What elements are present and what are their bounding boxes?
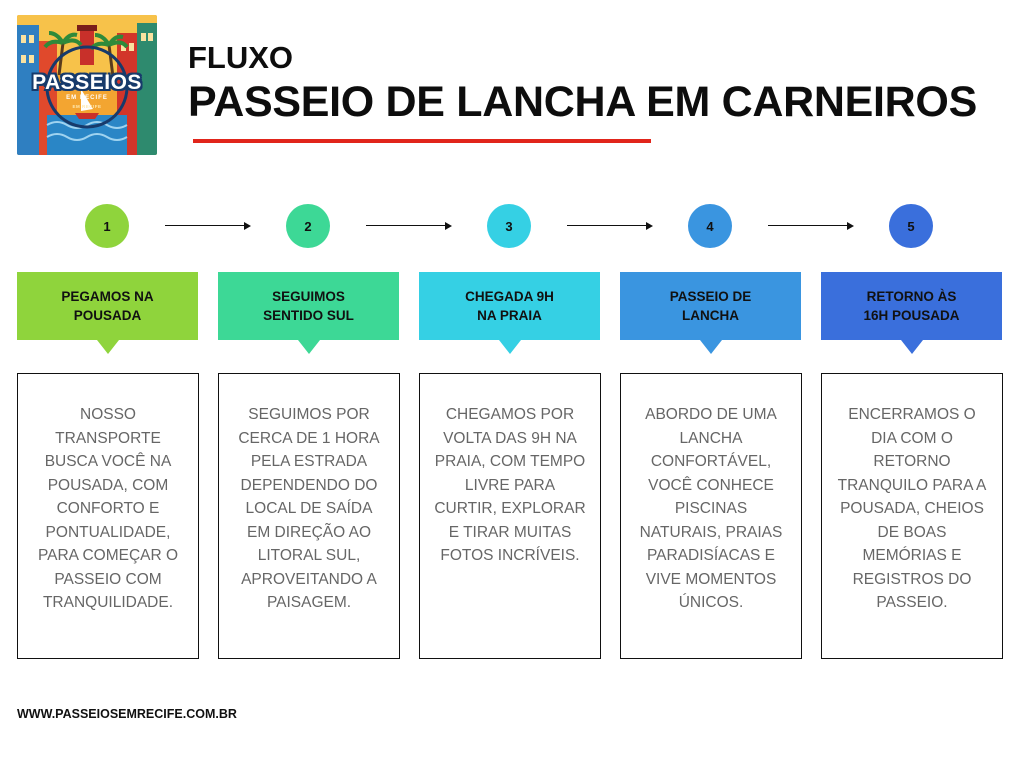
step-2-label-box: SEGUIMOS SENTIDO SUL (218, 272, 399, 354)
step-2-label: SEGUIMOS SENTIDO SUL (263, 289, 354, 323)
pointer-icon (900, 340, 923, 354)
arrow-1-to-2 (165, 221, 251, 231)
logo-main-text: PASSEIOS (32, 71, 142, 94)
step-5-label: RETORNO ÀS 16H POUSADA (863, 289, 960, 323)
step-1-circle: 1 (85, 204, 129, 248)
logo-sub-text: EM RECIFE (66, 95, 108, 101)
step-4-label-box: PASSEIO DE LANCHA (620, 272, 801, 354)
step-5-number: 5 (907, 218, 915, 234)
step-4-description-box: ABORDO DE UMA LANCHA CONFORTÁVEL, VOCÊ C… (620, 373, 802, 659)
step-4-number: 4 (706, 218, 714, 234)
step-3-description: CHEGAMOS POR VOLTA DAS 9H NA PRAIA, COM … (434, 406, 586, 564)
page-subtitle: FLUXO (188, 40, 294, 75)
step-1-label: PEGAMOS NA POUSADA (61, 289, 154, 323)
step-3-label-box: CHEGADA 9H NA PRAIA (419, 272, 600, 354)
pointer-icon (498, 340, 521, 354)
arrowhead-icon (445, 222, 452, 230)
arrowhead-icon (646, 222, 653, 230)
step-3-label: CHEGADA 9H NA PRAIA (465, 289, 554, 323)
pointer-icon (297, 340, 320, 354)
brand-logo: PASSEIOS EM RECIFE EM RECIFE (17, 15, 157, 155)
page-title: PASSEIO DE LANCHA EM CARNEIROS (188, 78, 977, 126)
arrow-3-to-4 (567, 221, 653, 231)
arrowhead-icon (244, 222, 251, 230)
step-1-label-box: PEGAMOS NA POUSADA (17, 272, 198, 354)
step-3-circle: 3 (487, 204, 531, 248)
pointer-icon (96, 340, 119, 354)
step-2-number: 2 (304, 218, 312, 234)
step-1-description-box: NOSSO TRANSPORTE BUSCA VOCÊ NA POUSADA, … (17, 373, 199, 659)
step-5-description-box: ENCERRAMOS O DIA COM O RETORNO TRANQUILO… (821, 373, 1003, 659)
arrowhead-icon (847, 222, 854, 230)
step-4-label: PASSEIO DE LANCHA (669, 289, 752, 323)
arrow-2-to-3 (366, 221, 452, 231)
footer-website: WWW.PASSEIOSEMRECIFE.COM.BR (17, 707, 237, 721)
step-2-circle: 2 (286, 204, 330, 248)
step-2-description: SEGUIMOS POR CERCA DE 1 HORA PELA ESTRAD… (238, 406, 380, 611)
logo-illustration (17, 15, 157, 155)
step-5-description: ENCERRAMOS O DIA COM O RETORNO TRANQUILO… (837, 406, 987, 611)
step-4-description: ABORDO DE UMA LANCHA CONFORTÁVEL, VOCÊ C… (639, 406, 783, 611)
title-underline (193, 139, 651, 143)
step-3-description-box: CHEGAMOS POR VOLTA DAS 9H NA PRAIA, COM … (419, 373, 601, 659)
pointer-icon (699, 340, 722, 354)
step-5-circle: 5 (889, 204, 933, 248)
arrow-4-to-5 (768, 221, 854, 231)
step-1-description: NOSSO TRANSPORTE BUSCA VOCÊ NA POUSADA, … (37, 406, 179, 611)
step-4-circle: 4 (688, 204, 732, 248)
logo-small-text: EM RECIFE (72, 104, 102, 109)
step-3-number: 3 (505, 218, 513, 234)
step-5-label-box: RETORNO ÀS 16H POUSADA (821, 272, 1002, 354)
step-2-description-box: SEGUIMOS POR CERCA DE 1 HORA PELA ESTRAD… (218, 373, 400, 659)
step-1-number: 1 (103, 218, 111, 234)
